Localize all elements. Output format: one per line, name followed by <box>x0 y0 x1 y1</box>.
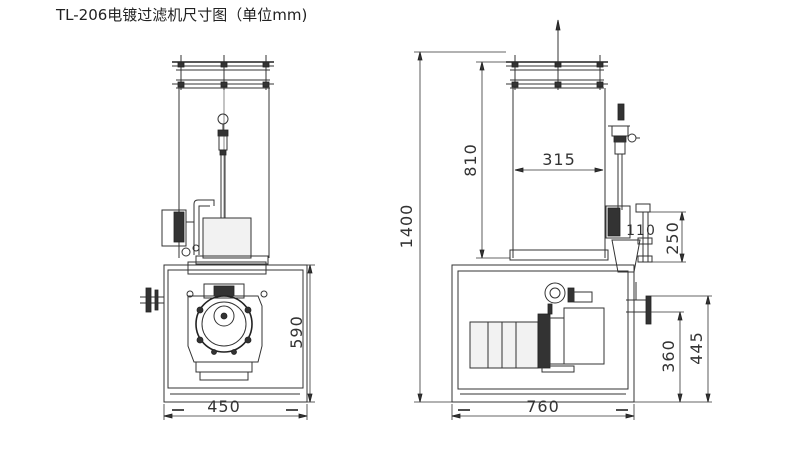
side-width-dimension <box>451 404 635 420</box>
dim-side-outlet-height: 445 <box>687 331 706 365</box>
front-width-dimension <box>163 404 308 420</box>
side-total-height-dimension <box>414 51 506 403</box>
side-control-box <box>605 203 653 273</box>
front-lid <box>172 55 274 90</box>
side-tank-height-dimension <box>476 61 510 259</box>
side-inlet-height-dimension <box>634 311 684 403</box>
dim-side-total-height: 1400 <box>397 204 416 249</box>
dim-side-width: 760 <box>526 397 560 416</box>
dim-side-inlet-height: 360 <box>659 339 678 373</box>
dim-side-small: 110 <box>626 223 656 239</box>
front-motor <box>187 217 269 275</box>
side-base-frame <box>451 264 635 403</box>
side-box-height-dimension <box>650 211 686 263</box>
side-pump <box>469 282 605 373</box>
front-pump <box>186 283 268 381</box>
side-tank-diameter-dimension <box>514 167 604 173</box>
front-height-dimension <box>307 264 315 403</box>
dim-side-tank-diameter: 315 <box>542 150 576 169</box>
dim-front-width: 450 <box>207 397 241 416</box>
front-inlet <box>140 287 164 313</box>
side-tank <box>509 88 609 261</box>
side-outlet <box>626 282 652 325</box>
dim-front-height: 590 <box>287 315 306 349</box>
side-view: 315 <box>397 19 712 420</box>
side-outlet-height-dimension <box>651 295 712 403</box>
front-control-box <box>161 209 200 257</box>
side-lid <box>506 19 608 90</box>
dim-side-tank-height: 810 <box>461 143 480 177</box>
front-view: 450 590 <box>140 55 315 420</box>
page-title: TL-206电镀过滤机尺寸图（单位mm) <box>56 6 308 24</box>
dim-side-box-height: 250 <box>663 221 682 255</box>
front-base-frame <box>163 264 308 403</box>
side-valve-icon <box>608 103 640 210</box>
